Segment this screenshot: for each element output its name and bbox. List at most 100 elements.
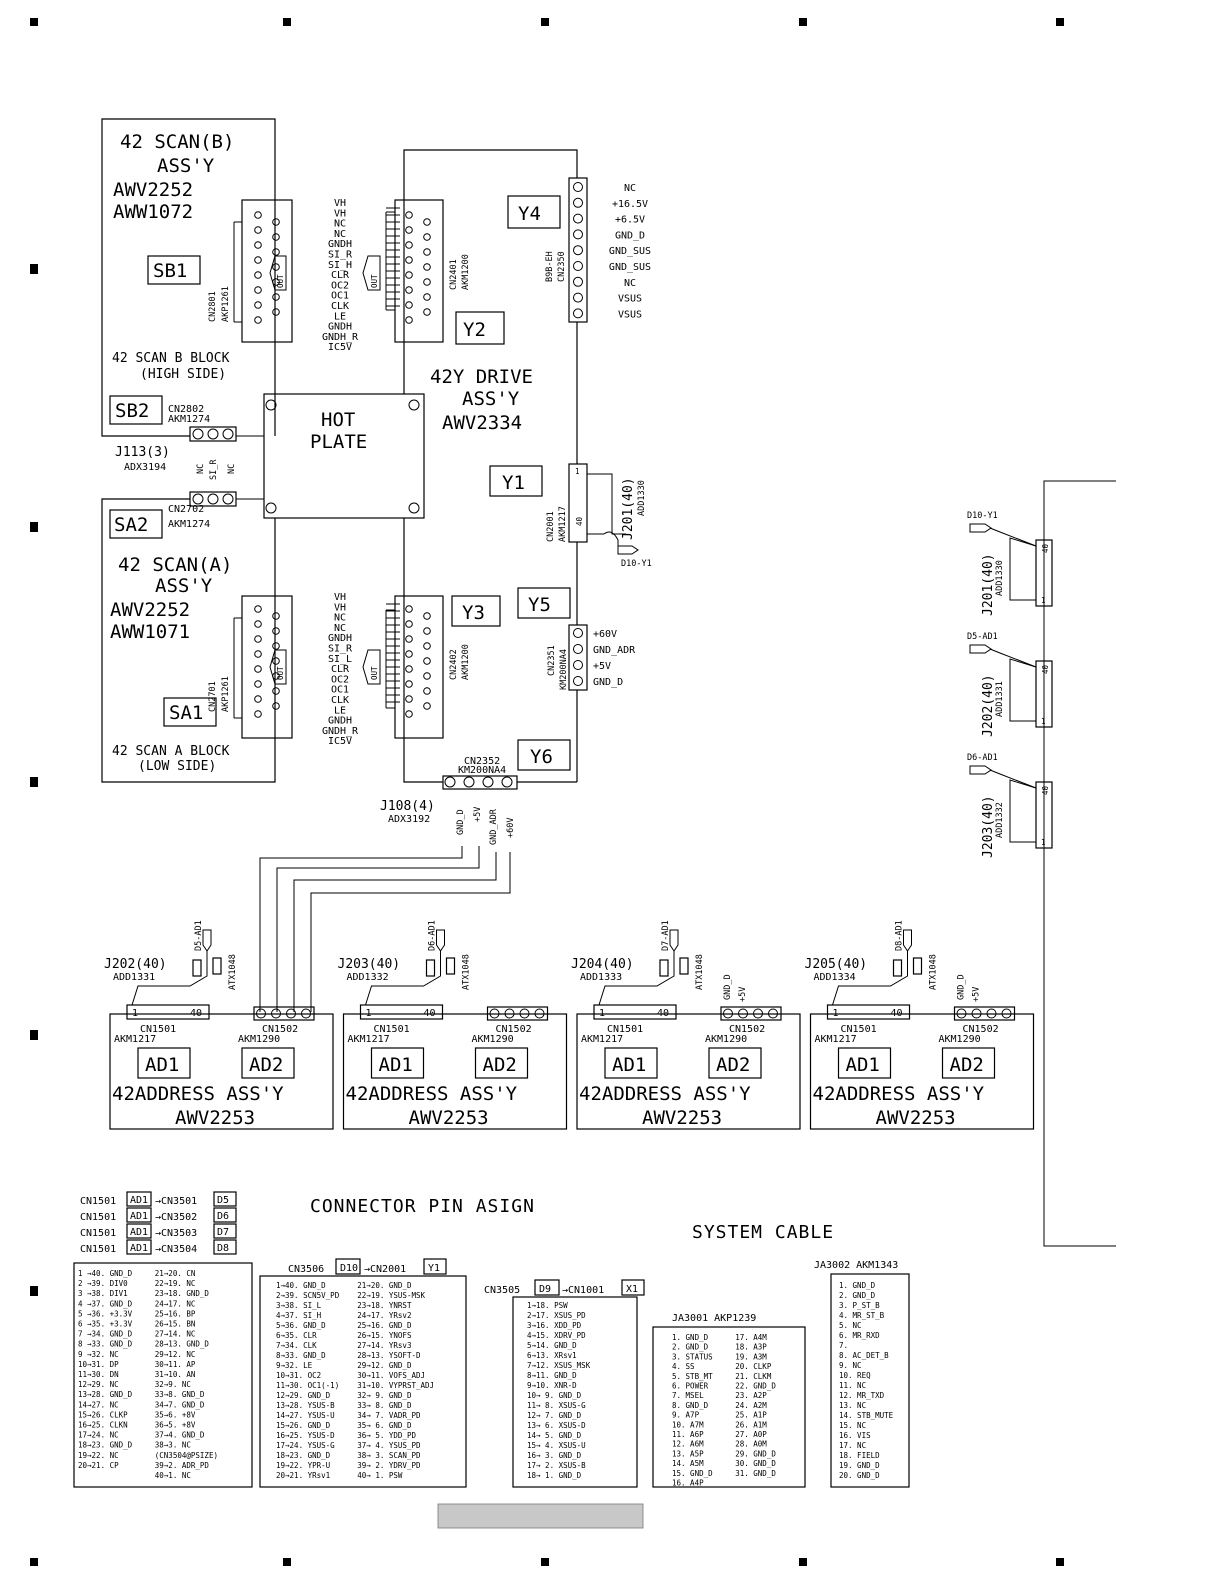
- table-line: 13. NC: [839, 1401, 866, 1410]
- table-line: 4. MR_ST_B: [839, 1311, 885, 1320]
- cn2802-pin-1: [192, 428, 204, 440]
- legend-d-box: [213, 1191, 237, 1207]
- page-number-bar: [437, 1503, 644, 1529]
- cn2801-pin-odd: [254, 316, 262, 324]
- legend-d: D7: [217, 1227, 229, 1238]
- ydrive-assy: ASS'Y: [462, 388, 520, 410]
- table-line: 7→12. XSUS_MSK: [527, 1361, 591, 1370]
- cn2801-part: AKP1261: [221, 286, 231, 322]
- table-line: 2. GND_D 18. A3P: [672, 1343, 767, 1352]
- cn1501-part: AKM1217: [581, 1034, 623, 1045]
- ad1-box: [370, 1047, 425, 1079]
- cn2350-pin-5: [573, 245, 583, 256]
- table-line: 8. GND_D 24. A2M: [672, 1401, 767, 1410]
- table-line: 10→31. DP 30→11. AP: [78, 1360, 196, 1369]
- j201-part: ADD1330: [637, 480, 647, 516]
- cn2350-pin-name: GND_D: [615, 230, 645, 241]
- signal-name: NC: [334, 229, 346, 240]
- table-line: 12→29. NC 32→9. NC: [78, 1380, 191, 1389]
- address-j-part: ADD1333: [580, 972, 622, 983]
- address-title: 42ADDRESS ASS'Y: [579, 1083, 751, 1105]
- cn1502-pin: [504, 1008, 515, 1019]
- signal-name: CLK: [331, 695, 349, 706]
- address-plug: [202, 929, 212, 952]
- address-part: AWV2253: [175, 1107, 255, 1129]
- cn2701-label: CN2701: [208, 681, 218, 712]
- cn1502-pin-name: +5V: [738, 987, 748, 1002]
- table-line: 19→22. YPR-U 39→ 2. YDRV_PD: [276, 1461, 421, 1470]
- legend-target: →CN3503: [155, 1228, 197, 1239]
- ferrite-core: [445, 957, 456, 975]
- right-cable-wire: [989, 527, 1037, 547]
- address-title: 42ADDRESS ASS'Y: [346, 1083, 518, 1105]
- ferrite-core: [912, 957, 923, 975]
- legend-d: D8: [217, 1243, 229, 1254]
- right-cable-plug: [969, 523, 992, 533]
- sa2-label: SA2: [114, 514, 148, 536]
- table-line: 2→39. SCN5V_PD 22→19. YSUS-MSK: [276, 1291, 425, 1300]
- right-cable-label: J202(40): [981, 674, 996, 737]
- legend-cn: CN1501: [80, 1228, 116, 1239]
- table-line: 10. A7M 26. A1M: [672, 1420, 767, 1429]
- ferrite-core: [192, 959, 202, 977]
- ad2-label: AD2: [249, 1054, 283, 1076]
- system-cable-column: [1043, 480, 1116, 1247]
- address-j-part: ADD1331: [113, 972, 155, 983]
- table-line: 5. NC: [839, 1321, 862, 1330]
- table-line: 4 →37. GND_D 24→17. NC: [78, 1299, 195, 1308]
- svg-text:CN3506: CN3506: [288, 1264, 324, 1275]
- cn1501-wire: [131, 951, 208, 1006]
- cn1502-part: AKM1290: [939, 1034, 981, 1045]
- y2-label: Y2: [463, 319, 486, 341]
- cn1501-part: AKM1217: [114, 1034, 156, 1045]
- table-ja3001: [652, 1326, 806, 1488]
- cn2702-label: CN2702: [168, 504, 204, 515]
- cn2801-label: CN2801: [208, 291, 218, 322]
- address-plug: [669, 929, 679, 952]
- table-line: 15→26. GND_D 35→ 6. GND_D: [276, 1421, 412, 1430]
- cn2352-label: CN2352: [464, 756, 500, 767]
- table-line: 18→23. GND_D 38→ 3. SCAN_PD: [276, 1451, 421, 1460]
- table-line: 6 →35. +3.3V 26→15. BN: [78, 1320, 195, 1329]
- j201-label: J201(40): [621, 477, 636, 540]
- cn2801-pin-even: [272, 308, 280, 316]
- y1-label: Y1: [502, 472, 525, 494]
- cn2701-pin-odd: [254, 695, 262, 703]
- address-atx: ATX1048: [695, 954, 705, 990]
- cn2401-pin-odd: [405, 226, 413, 234]
- table-line: 9. A7P 25. A1P: [672, 1411, 767, 1420]
- cn2401-part: AKM1200: [461, 254, 471, 290]
- cn2401-pin-odd: [405, 256, 413, 264]
- cn2701-pin-odd: [254, 680, 262, 688]
- cn2001-pin1: 1: [575, 467, 580, 476]
- cn2702-part: AKM1274: [168, 519, 210, 530]
- cn2351-connector: [568, 624, 588, 691]
- table-line: 15→26. CLKP 35→6. +8V: [78, 1410, 196, 1419]
- y6-label: Y6: [530, 746, 553, 768]
- signal-name: NC: [334, 623, 346, 634]
- signal-name: NC: [334, 613, 346, 624]
- cn2350-pin-2: [573, 197, 583, 208]
- legend-ad-box: [126, 1207, 152, 1223]
- cn1502-part: AKM1290: [705, 1034, 747, 1045]
- cn2701-pin-odd: [254, 710, 262, 718]
- right-cable-pin1: 1: [1041, 596, 1046, 605]
- right-cable-tag: D10-Y1: [967, 511, 998, 521]
- table-cn3505: [512, 1296, 638, 1488]
- system-cable-title: SYSTEM CABLE: [692, 1222, 834, 1243]
- signal-name: NC: [334, 219, 346, 230]
- cn1502-connector: [486, 1006, 549, 1021]
- cn2352-pin-4: [501, 776, 513, 788]
- cn2801-pin-even: [272, 248, 280, 256]
- cn2350-pin-name: +6.5V: [615, 215, 645, 226]
- address-board-frame: [109, 1013, 334, 1130]
- table-line: 15. GND_D 31. GND_D: [672, 1469, 776, 1478]
- legend-ad-box: [126, 1239, 152, 1255]
- cn2802-part: AKM1274: [168, 414, 210, 425]
- cn2801-pin-odd: [254, 271, 262, 279]
- cn1502-pin: [723, 1008, 733, 1019]
- signal-name: SI_R: [328, 250, 353, 261]
- scan-a-block: 42 SCAN A BLOCK: [112, 744, 230, 759]
- table-line: 3→38. SI_L 23→18. YNRST: [276, 1301, 412, 1310]
